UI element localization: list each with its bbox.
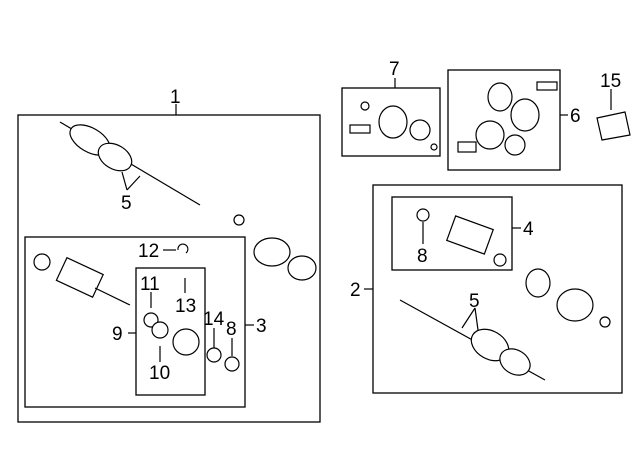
outer-boot: [253, 237, 317, 281]
callout-10: 10: [149, 363, 170, 384]
kit-6-box: [447, 69, 561, 171]
callout-12: 12: [138, 241, 159, 262]
callout-14: 14: [203, 309, 225, 330]
callout-6: 6: [570, 106, 581, 127]
part-15-bracket: [596, 111, 631, 141]
callout-13: 13: [175, 296, 196, 317]
assembly-9-box: [135, 267, 206, 396]
snap-ring-12: [177, 243, 189, 254]
assembly-2-box: [372, 184, 623, 394]
callout-8-left: 8: [226, 319, 237, 340]
kit-6-parts: [457, 81, 558, 156]
callout-15: 15: [600, 71, 621, 92]
kit-7-parts: [349, 101, 438, 151]
callout-1: 1: [170, 87, 181, 108]
callout-5-upper: 5: [121, 193, 132, 214]
outer-boot-lower: [525, 268, 611, 328]
assembly-3-box: [24, 236, 246, 408]
callout-4: 4: [523, 219, 534, 240]
callout-11: 11: [140, 274, 160, 295]
axle-shaft-upper: [59, 121, 201, 206]
inner-joint-4: [416, 208, 507, 267]
leader-lines: [121, 78, 612, 362]
boot-clamp-small: [233, 214, 245, 226]
callout-7: 7: [389, 59, 400, 80]
assembly-1-box: [17, 114, 321, 423]
callout-9: 9: [112, 324, 123, 345]
callout-5-lower: 5: [469, 291, 480, 312]
axle-shaft-lower: [399, 299, 546, 381]
callout-3: 3: [256, 316, 267, 337]
kit-7-box: [341, 87, 441, 157]
callout-2: 2: [350, 280, 361, 301]
callout-8-right: 8: [417, 246, 428, 267]
bearing-set: [143, 312, 240, 372]
assembly-4-box: [391, 196, 513, 271]
inner-joint: [33, 253, 131, 306]
